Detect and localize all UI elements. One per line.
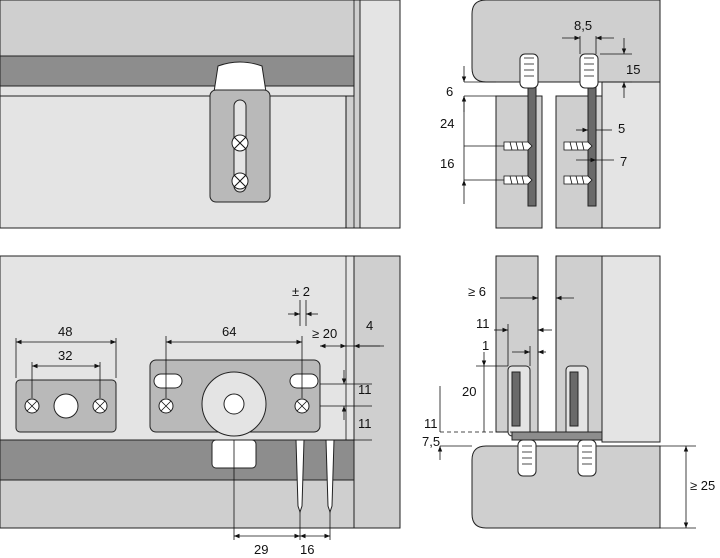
- dim-64: 64: [222, 324, 236, 339]
- top-right-view: 8,5 15 6 24 5 16 7: [440, 0, 661, 229]
- top-left-view: [0, 0, 401, 229]
- dim-7: 7: [620, 154, 627, 169]
- dim-16: 16: [440, 156, 454, 171]
- dim-6: 6: [446, 84, 453, 99]
- screw-icon: [503, 141, 533, 151]
- dim-15: 15: [626, 62, 640, 77]
- dim-32: 32: [58, 348, 72, 363]
- dim-11-lower: 11: [358, 416, 372, 431]
- dim-5: 5: [618, 121, 625, 136]
- dim-4: 4: [366, 318, 373, 333]
- screw-icon: [231, 134, 249, 152]
- dim-1: 1: [482, 338, 489, 353]
- door-panel: [0, 95, 347, 229]
- roller-cap: [213, 61, 267, 93]
- dim-16: 16: [300, 542, 314, 557]
- floor-rail: [511, 431, 603, 441]
- dim-ge-25: ≥ 25: [690, 478, 715, 493]
- dim-plus-minus-2: ± 2: [292, 284, 310, 299]
- roller-right: [579, 53, 599, 89]
- bottom-rail: [0, 439, 355, 481]
- dim-ge-6: ≥ 6: [468, 284, 486, 299]
- screw-icon: [503, 175, 533, 185]
- dim-48: 48: [58, 324, 72, 339]
- screw-icon: [294, 398, 310, 414]
- screw-icon: [231, 172, 249, 190]
- screw-icon: [563, 141, 593, 151]
- bottom-right-view: ≥ 6 11 1 20 11 7,5 ≥ 25: [422, 255, 715, 529]
- dim-24: 24: [440, 116, 454, 131]
- dim-7-5: 7,5: [422, 434, 440, 449]
- dim-ge-20: ≥ 20: [312, 326, 337, 341]
- dim-11-upper: 11: [358, 382, 372, 397]
- dim-11: 11: [476, 316, 490, 331]
- dim-29: 29: [254, 542, 268, 557]
- screw-icon: [563, 175, 593, 185]
- dim-20: 20: [462, 384, 476, 399]
- roller-right: [577, 439, 597, 477]
- dim-11-lower: 11: [424, 416, 438, 431]
- roller-left: [519, 53, 539, 89]
- side-panel: [353, 255, 401, 529]
- screw-icon: [295, 439, 305, 514]
- bottom-board: [471, 445, 661, 529]
- side-panel: [359, 0, 401, 229]
- screw-icon: [24, 398, 40, 414]
- bottom-left-view: 48 32 64 ± 2 ≥ 20 4 11 11 29 16: [0, 255, 401, 557]
- screw-icon: [92, 398, 108, 414]
- top-rail: [0, 55, 355, 87]
- dim-8-5: 8,5: [574, 18, 592, 33]
- roller-left: [517, 439, 537, 477]
- screw-icon: [158, 398, 174, 414]
